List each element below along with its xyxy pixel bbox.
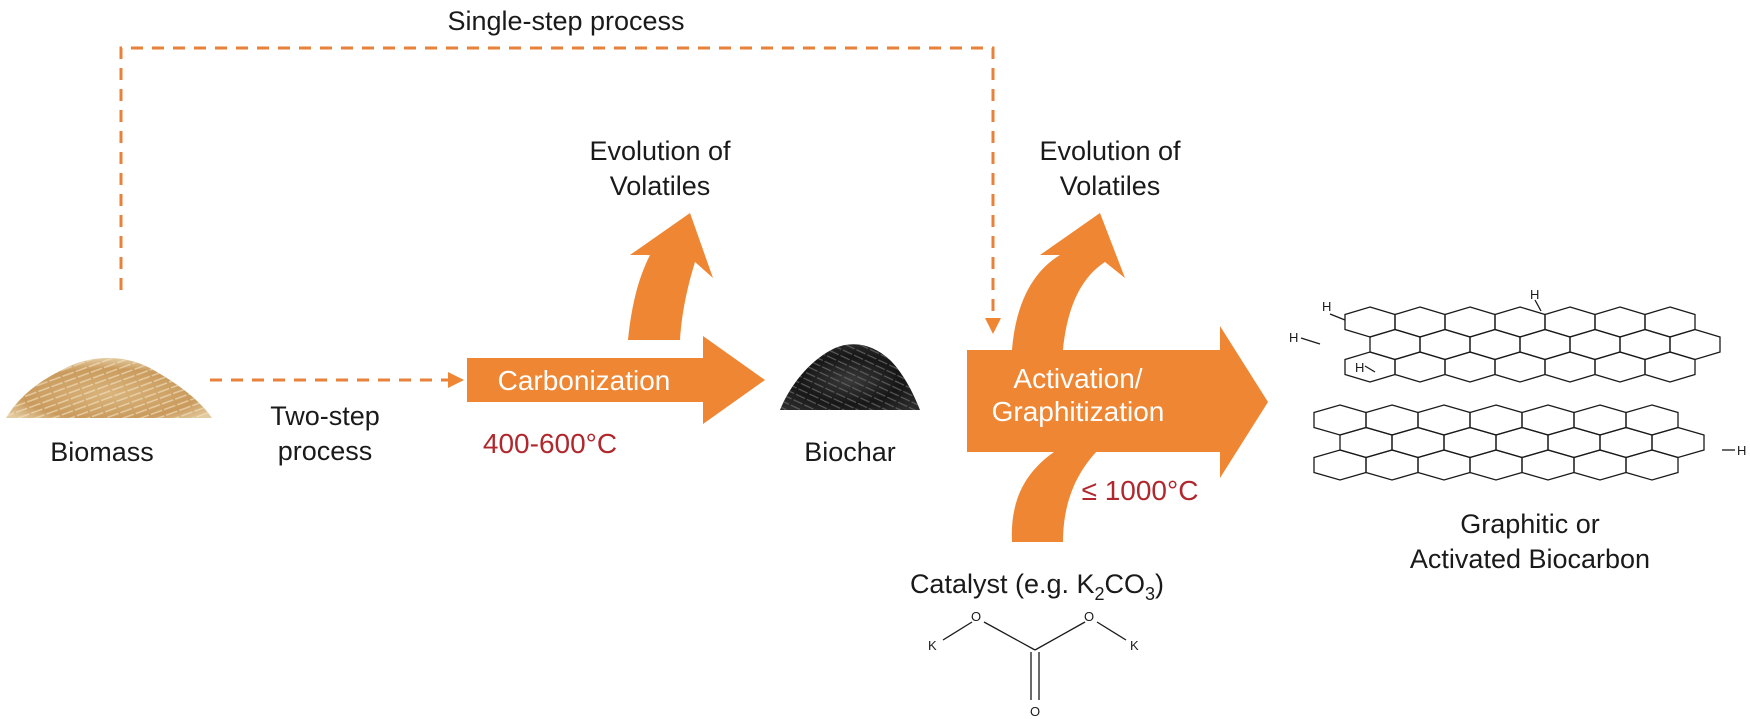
- activation-label-line1: Activation/: [1013, 363, 1142, 394]
- graphene-hexagon: [1569, 328, 1621, 361]
- graphene-hexagon: [1443, 426, 1497, 459]
- graphene-hexagon: [1619, 328, 1671, 361]
- volatiles-label-2-line2: Volatiles: [1060, 171, 1161, 201]
- product-label-line1: Graphitic or: [1460, 509, 1600, 539]
- carbonization-temperature: 400-600°C: [483, 428, 617, 459]
- h-atom: H: [1322, 299, 1331, 314]
- graphene-sheet-top: [1344, 306, 1721, 383]
- graphene-h-bonds: [1300, 299, 1735, 451]
- graphene-hexagon: [1644, 306, 1696, 338]
- k2co3-structure: [942, 621, 1127, 700]
- product-label-line2: Activated Biocarbon: [1410, 544, 1650, 574]
- biomass-pile-image: [6, 357, 212, 418]
- graphene-hexagon: [1444, 351, 1496, 383]
- graphene-hexagon: [1469, 449, 1523, 481]
- h-atom: H: [1737, 443, 1746, 458]
- graphene-hexagon: [1669, 328, 1721, 361]
- carbonization-arrow: [467, 336, 765, 424]
- atom-o-bottom: O: [1030, 704, 1040, 719]
- volatiles-arrow-1: [628, 213, 713, 340]
- catalyst-input-arrow: [1011, 448, 1100, 542]
- graphene-hexagon: [1344, 306, 1396, 338]
- graphene-hexagon: [1417, 404, 1471, 436]
- graphene-hexagon: [1394, 351, 1446, 383]
- graphene-hexagon: [1444, 306, 1496, 338]
- catalyst-label: Catalyst (e.g. K2CO3): [910, 569, 1164, 604]
- graphene-hexagon: [1625, 404, 1679, 436]
- two-step-arrowhead: [448, 372, 464, 388]
- graphene-hexagon: [1417, 449, 1471, 481]
- graphene-hexagon: [1344, 351, 1396, 383]
- biochar-label: Biochar: [804, 437, 896, 467]
- graphene-hexagon: [1651, 426, 1705, 459]
- graphene-hexagon: [1544, 306, 1596, 338]
- graphene-hexagon: [1313, 449, 1367, 481]
- single-step-label: Single-step process: [447, 6, 684, 36]
- activation-temperature: ≤ 1000°C: [1082, 475, 1199, 506]
- graphene-hexagon: [1494, 306, 1546, 338]
- biomass-label: Biomass: [50, 437, 154, 467]
- graphene-hexagon: [1313, 404, 1367, 436]
- graphene-hexagon: [1365, 404, 1419, 436]
- atom-o-right: O: [1084, 609, 1094, 624]
- two-step-label-line2: process: [278, 436, 373, 466]
- atom-o-left: O: [971, 609, 981, 624]
- graphene-hexagon: [1419, 328, 1471, 361]
- graphene-sheet-bottom: [1313, 404, 1705, 481]
- activation-arrow: [967, 326, 1268, 478]
- atom-k-left: K: [928, 638, 937, 653]
- volatiles-label-2-line1: Evolution of: [1039, 136, 1181, 166]
- graphene-hexagon: [1625, 449, 1679, 481]
- graphene-hexagon: [1644, 351, 1696, 383]
- volatiles-arrow-2: [1012, 213, 1125, 350]
- graphene-hexagon: [1339, 426, 1393, 459]
- graphene-hexagon: [1599, 426, 1653, 459]
- h-atom: H: [1530, 287, 1539, 302]
- graphene-hexagon: [1519, 328, 1571, 361]
- h-atom: H: [1289, 330, 1298, 345]
- graphene-hexagon: [1573, 449, 1627, 481]
- volatiles-label-1-line2: Volatiles: [610, 171, 711, 201]
- graphene-hexagon: [1365, 449, 1419, 481]
- atom-k-right: K: [1130, 638, 1139, 653]
- graphene-hexagon: [1469, 404, 1523, 436]
- single-step-path: [119, 46, 995, 325]
- graphene-hexagon: [1594, 306, 1646, 338]
- volatiles-label-1-line1: Evolution of: [589, 136, 731, 166]
- activation-label-line2: Graphitization: [992, 396, 1165, 427]
- graphene-hexagon: [1573, 404, 1627, 436]
- carbonization-label: Carbonization: [498, 365, 671, 396]
- graphene-hexagon: [1547, 426, 1601, 459]
- graphene-hexagon: [1394, 306, 1446, 338]
- single-step-arrowhead: [985, 318, 1001, 334]
- graphene-hexagon: [1469, 328, 1521, 361]
- biochar-pile-image: [780, 344, 920, 410]
- graphene-hexagon: [1494, 351, 1546, 383]
- graphene-hexagon: [1521, 449, 1575, 481]
- two-step-label-line1: Two-step: [270, 401, 380, 431]
- h-atom: H: [1355, 360, 1364, 375]
- graphene-hexagon: [1495, 426, 1549, 459]
- graphene-hexagon: [1521, 404, 1575, 436]
- graphene-hexagon: [1391, 426, 1445, 459]
- graphene-hexagon: [1544, 351, 1596, 383]
- graphene-hexagon: [1594, 351, 1646, 383]
- graphene-hexagon: [1369, 328, 1421, 361]
